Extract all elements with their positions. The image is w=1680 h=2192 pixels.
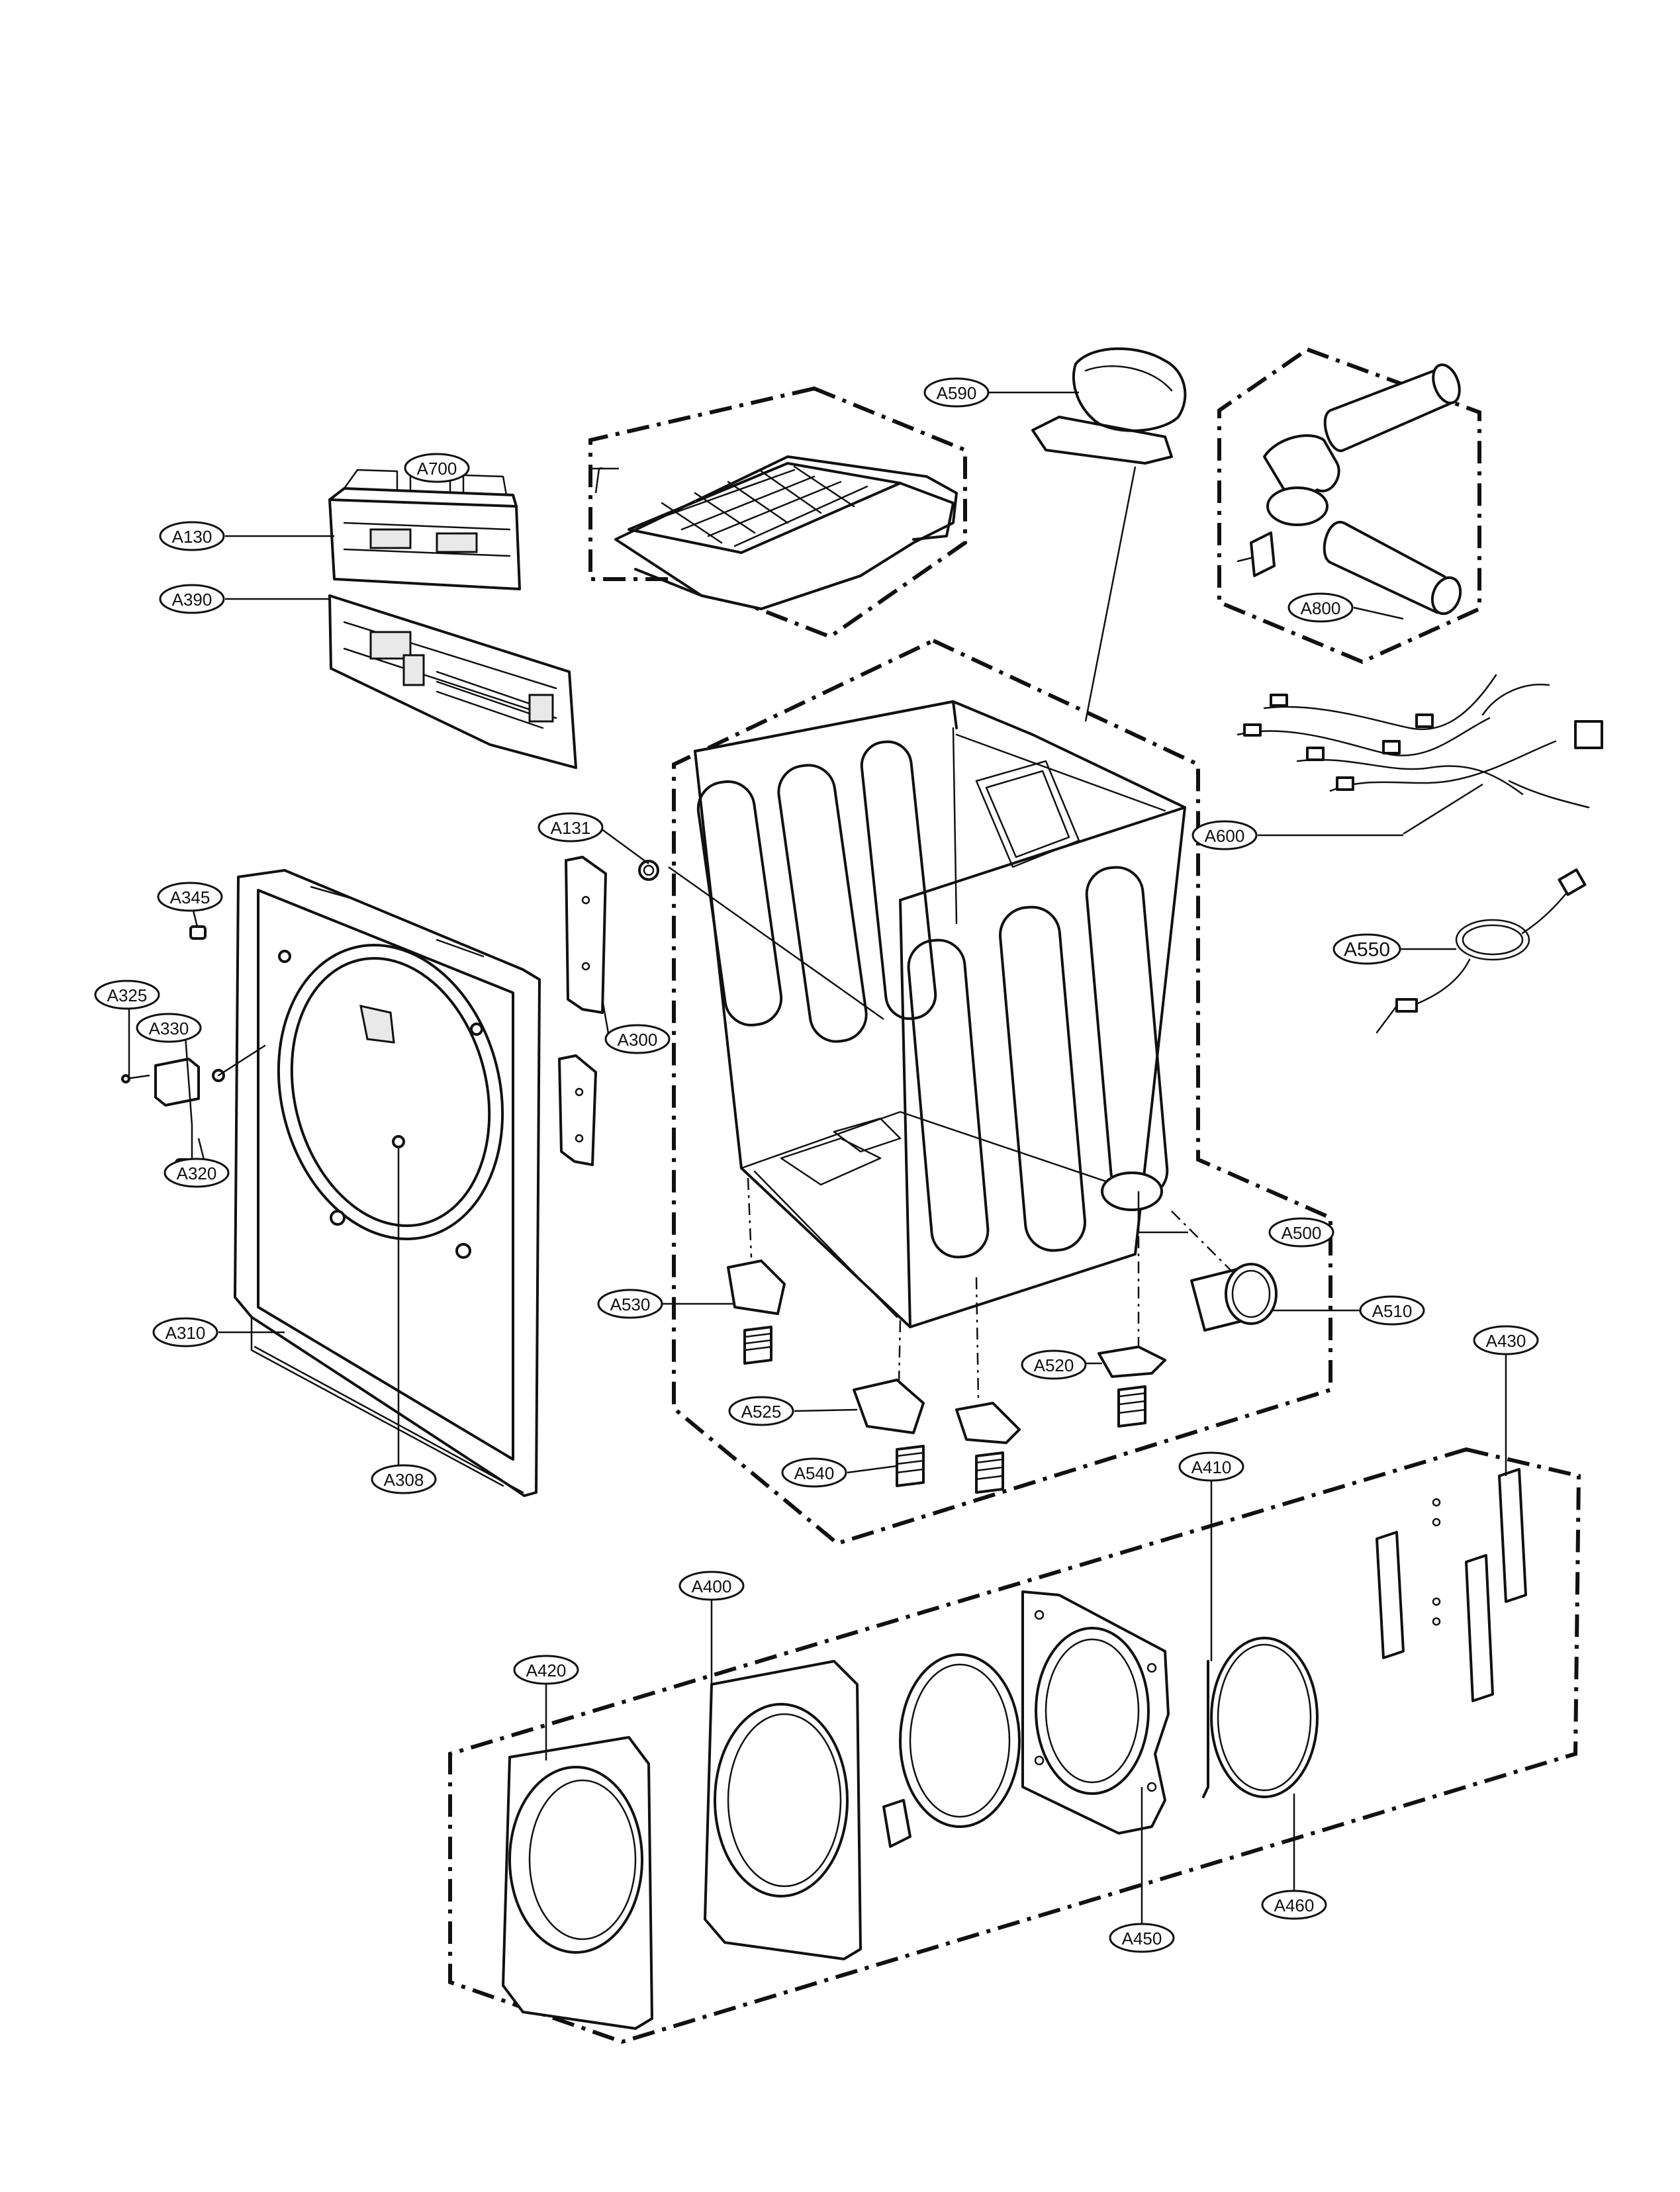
hinge-piece [882,1799,911,1848]
label-a325: A325 [94,980,160,1010]
screw-part [392,1135,405,1466]
bracket-mid [955,1402,1021,1444]
exhaust-duct-part [1171,1210,1278,1332]
bracket-a520 [1097,1346,1166,1378]
clip-a345 [189,925,207,940]
side-bracket-part [558,856,607,1166]
svg-text:A300: A300 [618,1030,658,1050]
label-a510: A510 [1359,1295,1425,1326]
door-assembly-parts [502,1468,1527,2030]
svg-text:A131: A131 [551,818,591,838]
svg-text:A500: A500 [1282,1223,1322,1243]
top-tray-part [614,455,958,610]
svg-text:A400: A400 [692,1576,732,1596]
door-assembly-boundary [448,1447,1581,2044]
svg-text:A510: A510 [1372,1301,1413,1321]
leg-a540 [896,1445,925,1487]
label-a600: A600 [1191,820,1258,850]
svg-text:A530: A530 [610,1295,651,1314]
cabinet-boundary [672,638,1332,1546]
label-a308: A308 [371,1464,437,1494]
svg-text:A130: A130 [172,527,212,547]
svg-text:A600: A600 [1205,826,1245,846]
svg-text:A520: A520 [1034,1355,1074,1375]
svg-text:A450: A450 [1122,1929,1162,1948]
svg-text:A345: A345 [170,888,210,907]
svg-text:A540: A540 [794,1463,835,1483]
label-a500: A500 [1268,1217,1334,1248]
power-cord-part [1376,868,1587,1034]
gasket-a460 [1210,1637,1319,1798]
label-a320: A320 [163,1158,230,1188]
hook-a410 [1202,1660,1209,1798]
label-a300: A300 [604,1024,671,1054]
label-a460: A460 [1261,1890,1327,1920]
hinge-bracket-top [1498,1468,1527,1603]
label-a590: A590 [923,377,990,408]
knob-part [638,860,884,1021]
svg-text:A320: A320 [177,1164,217,1183]
duct-kit-boundary [1217,347,1481,664]
svg-text:A525: A525 [741,1402,782,1422]
label-a131: A131 [537,812,604,843]
bracket-a530 [727,1259,786,1315]
leg-brackets [727,1177,1166,1494]
blower-housing-part [1031,347,1187,722]
cabinet-part [694,700,1186,1328]
control-box-part [328,469,521,590]
label-a130: A130 [159,521,225,551]
glass-ring [899,1653,1021,1828]
label-a310: A310 [152,1317,218,1347]
label-a420: A420 [513,1655,579,1685]
label-a530: A530 [597,1289,663,1319]
front-panel-part [234,869,541,1497]
hinge-bracket-left [1376,1531,1405,1659]
label-a525: A525 [728,1396,794,1426]
label-a800: A800 [1287,592,1354,623]
label-a450: A450 [1109,1923,1175,1953]
label-a345: A345 [157,882,223,912]
svg-text:A325: A325 [107,985,148,1005]
svg-text:A430: A430 [1486,1331,1526,1351]
label-a330: A330 [136,1013,202,1043]
label-a410: A410 [1178,1451,1244,1482]
svg-text:A310: A310 [165,1323,206,1343]
hinge-bracket-right [1465,1554,1494,1702]
svg-text:A420: A420 [526,1661,567,1680]
label-a430: A430 [1473,1325,1539,1355]
bracket-a525 [853,1379,925,1434]
leg-mid [975,1451,1004,1494]
svg-text:A410: A410 [1191,1457,1232,1477]
svg-text:A330: A330 [149,1019,189,1038]
label-a400: A400 [678,1571,745,1601]
label-a540: A540 [781,1457,847,1488]
svg-text:A550: A550 [1344,939,1390,961]
duct-kit-part [1237,363,1462,616]
svg-text:A590: A590 [937,383,977,403]
label-a700: A700 [404,453,470,483]
svg-text:A308: A308 [384,1470,424,1490]
svg-text:A800: A800 [1301,598,1341,618]
control-bracket-part [328,594,577,769]
svg-text:A700: A700 [417,459,457,479]
label-a520: A520 [1021,1349,1087,1380]
leader-lines [128,391,1507,1923]
label-a550: A550 [1332,933,1401,965]
wire-harness-part [1237,674,1603,835]
label-a390: A390 [159,584,225,614]
svg-text:A460: A460 [1274,1895,1315,1915]
leg-a530 [743,1326,772,1365]
latch-a330 [154,1058,200,1107]
svg-text:A390: A390 [172,590,212,610]
leg-a520 [1117,1385,1146,1428]
